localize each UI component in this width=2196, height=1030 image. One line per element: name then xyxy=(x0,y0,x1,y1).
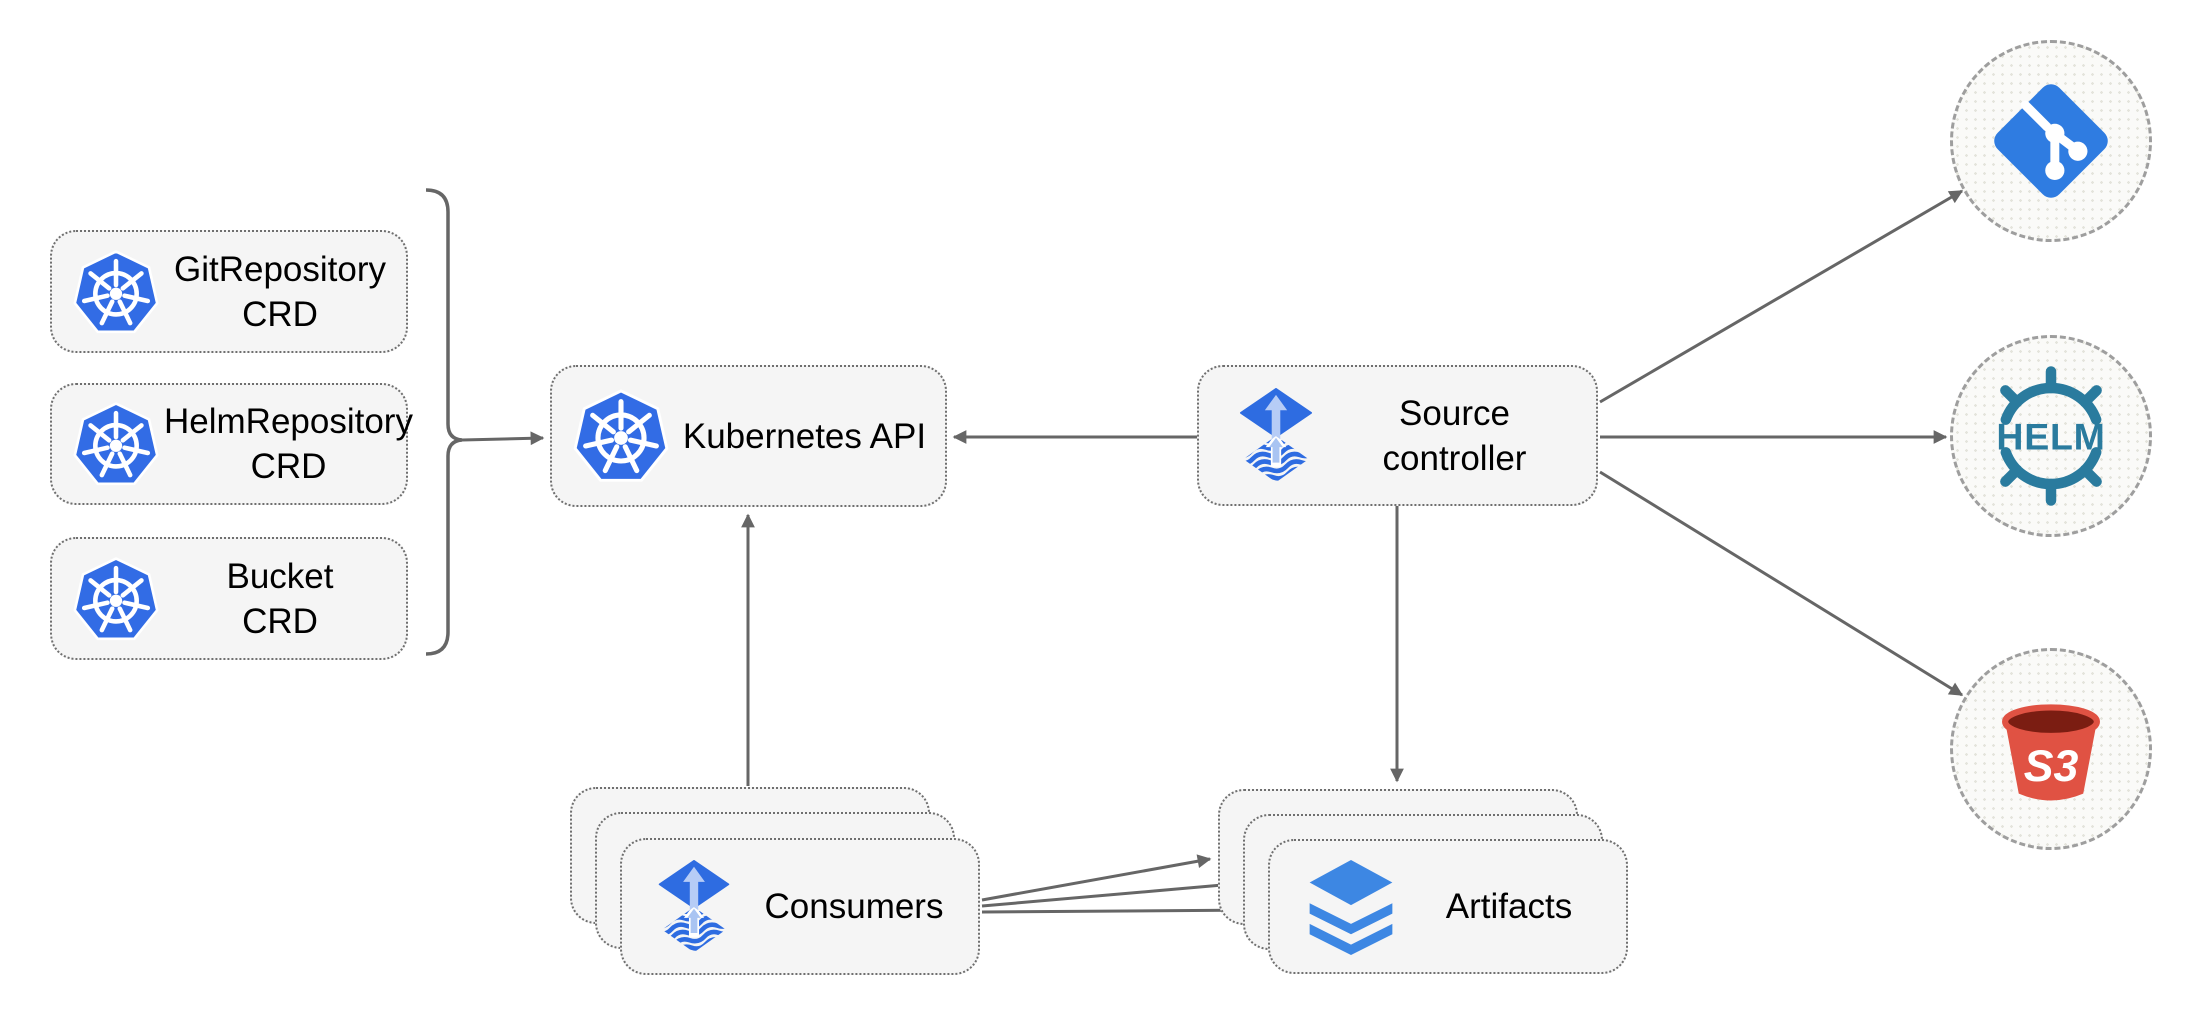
node-helmrepository-crd: HelmRepository CRD xyxy=(50,383,413,505)
kubernetes-icon xyxy=(72,248,160,336)
git-icon xyxy=(1994,84,2108,198)
flux-source-icon xyxy=(1233,388,1319,484)
edge-consumers-to-artifacts-1 xyxy=(981,854,1212,902)
edge-source-to-s3 xyxy=(1599,470,1964,697)
helm-wordmark: HELM xyxy=(1996,416,2105,458)
node-label: GitRepository CRD xyxy=(173,249,387,334)
node-label: Artifacts xyxy=(1445,887,1573,926)
layers-icon xyxy=(1304,857,1398,957)
node-label: HelmRepository CRD xyxy=(164,402,413,486)
kubernetes-icon xyxy=(72,400,160,488)
edge-consumers-to-artifacts-3 xyxy=(981,903,1263,917)
node-gitrepository-crd: GitRepository CRD xyxy=(50,230,408,353)
remote-helm: HELM xyxy=(1950,335,2152,537)
edge-crds-to-kubernetes-api xyxy=(461,431,545,446)
s3-wordmark: S3 xyxy=(2024,742,2079,791)
node-label: Consumers xyxy=(764,887,944,926)
node-bucket-crd: Bucket CRD xyxy=(50,537,408,660)
crd-group-bracket xyxy=(425,188,463,656)
helm-icon: HELM xyxy=(1996,366,2105,506)
node-label: Bucket CRD xyxy=(226,556,334,641)
node-artifacts: Artifacts xyxy=(1268,839,1628,974)
s3-bucket-icon: S3 xyxy=(2002,704,2100,801)
node-consumers: Consumers xyxy=(620,838,980,975)
remote-git xyxy=(1950,40,2152,242)
flux-source-icon xyxy=(652,860,736,954)
node-label: Source controller xyxy=(1382,393,1527,478)
edge-source-to-git xyxy=(1599,189,1964,404)
node-source-controller: Source controller xyxy=(1197,365,1598,506)
node-kubernetes-api: Kubernetes API xyxy=(550,365,947,507)
remote-s3: S3 xyxy=(1950,648,2152,850)
kubernetes-icon xyxy=(72,555,160,643)
edge-consumers-to-artifacts-2 xyxy=(981,878,1236,908)
node-label: Kubernetes API xyxy=(682,416,927,456)
kubernetes-icon xyxy=(572,387,670,485)
